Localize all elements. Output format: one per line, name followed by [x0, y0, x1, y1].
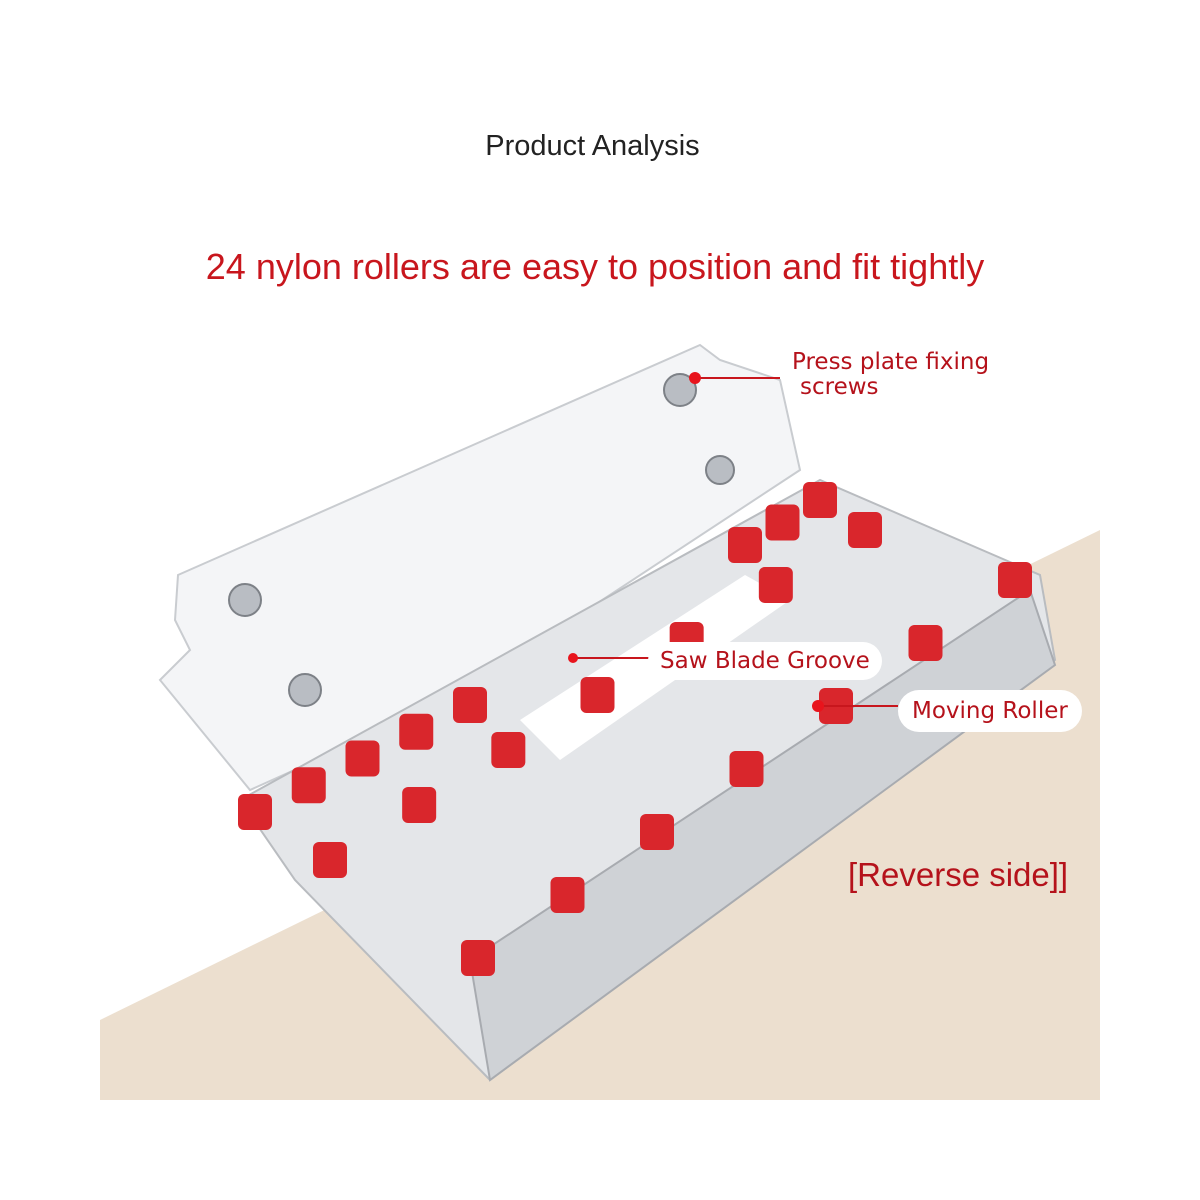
nylon-roller: [461, 940, 495, 976]
nylon-roller: [803, 482, 837, 518]
page-title: Product Analysis: [485, 130, 700, 162]
callout-saw-blade-groove: Saw Blade Groove: [648, 642, 882, 680]
callout-markers: [568, 372, 898, 712]
nylon-roller: [345, 740, 380, 777]
reverse-side-label: [Reverse side]]: [848, 856, 1069, 893]
callout-moving-roller: Moving Roller: [898, 690, 1082, 732]
nylon-roller: [580, 677, 615, 713]
nylon-roller: [640, 814, 674, 850]
wing-screw-icon: [228, 583, 262, 617]
callout-press-plate-line2: screws: [800, 374, 879, 400]
nylon-roller: [729, 751, 764, 787]
nylon-roller: [550, 877, 585, 913]
wing-screw-icon: [288, 673, 322, 707]
nylon-roller: [491, 732, 526, 768]
roller-group: [238, 482, 1032, 976]
nylon-roller: [998, 562, 1032, 598]
wing-screws: [228, 373, 735, 707]
nylon-roller: [728, 527, 762, 563]
nylon-roller: [908, 625, 943, 661]
callout-press-plate-line1: Press plate fixing: [792, 349, 990, 375]
nylon-roller: [758, 567, 793, 603]
nylon-roller: [453, 687, 487, 723]
nylon-roller: [765, 504, 800, 541]
nylon-roller: [848, 512, 882, 548]
headline: 24 nylon rollers are easy to position an…: [205, 246, 985, 287]
nylon-roller: [402, 787, 437, 823]
callout-press-plate: Press plate fixing screws: [792, 350, 989, 400]
wing-screw-icon: [663, 373, 697, 407]
nylon-roller: [238, 794, 272, 830]
base-plate: [238, 478, 1057, 1082]
wing-screw-icon: [705, 455, 735, 485]
nylon-roller: [291, 767, 326, 804]
nylon-roller: [399, 713, 434, 750]
nylon-roller: [313, 842, 347, 878]
